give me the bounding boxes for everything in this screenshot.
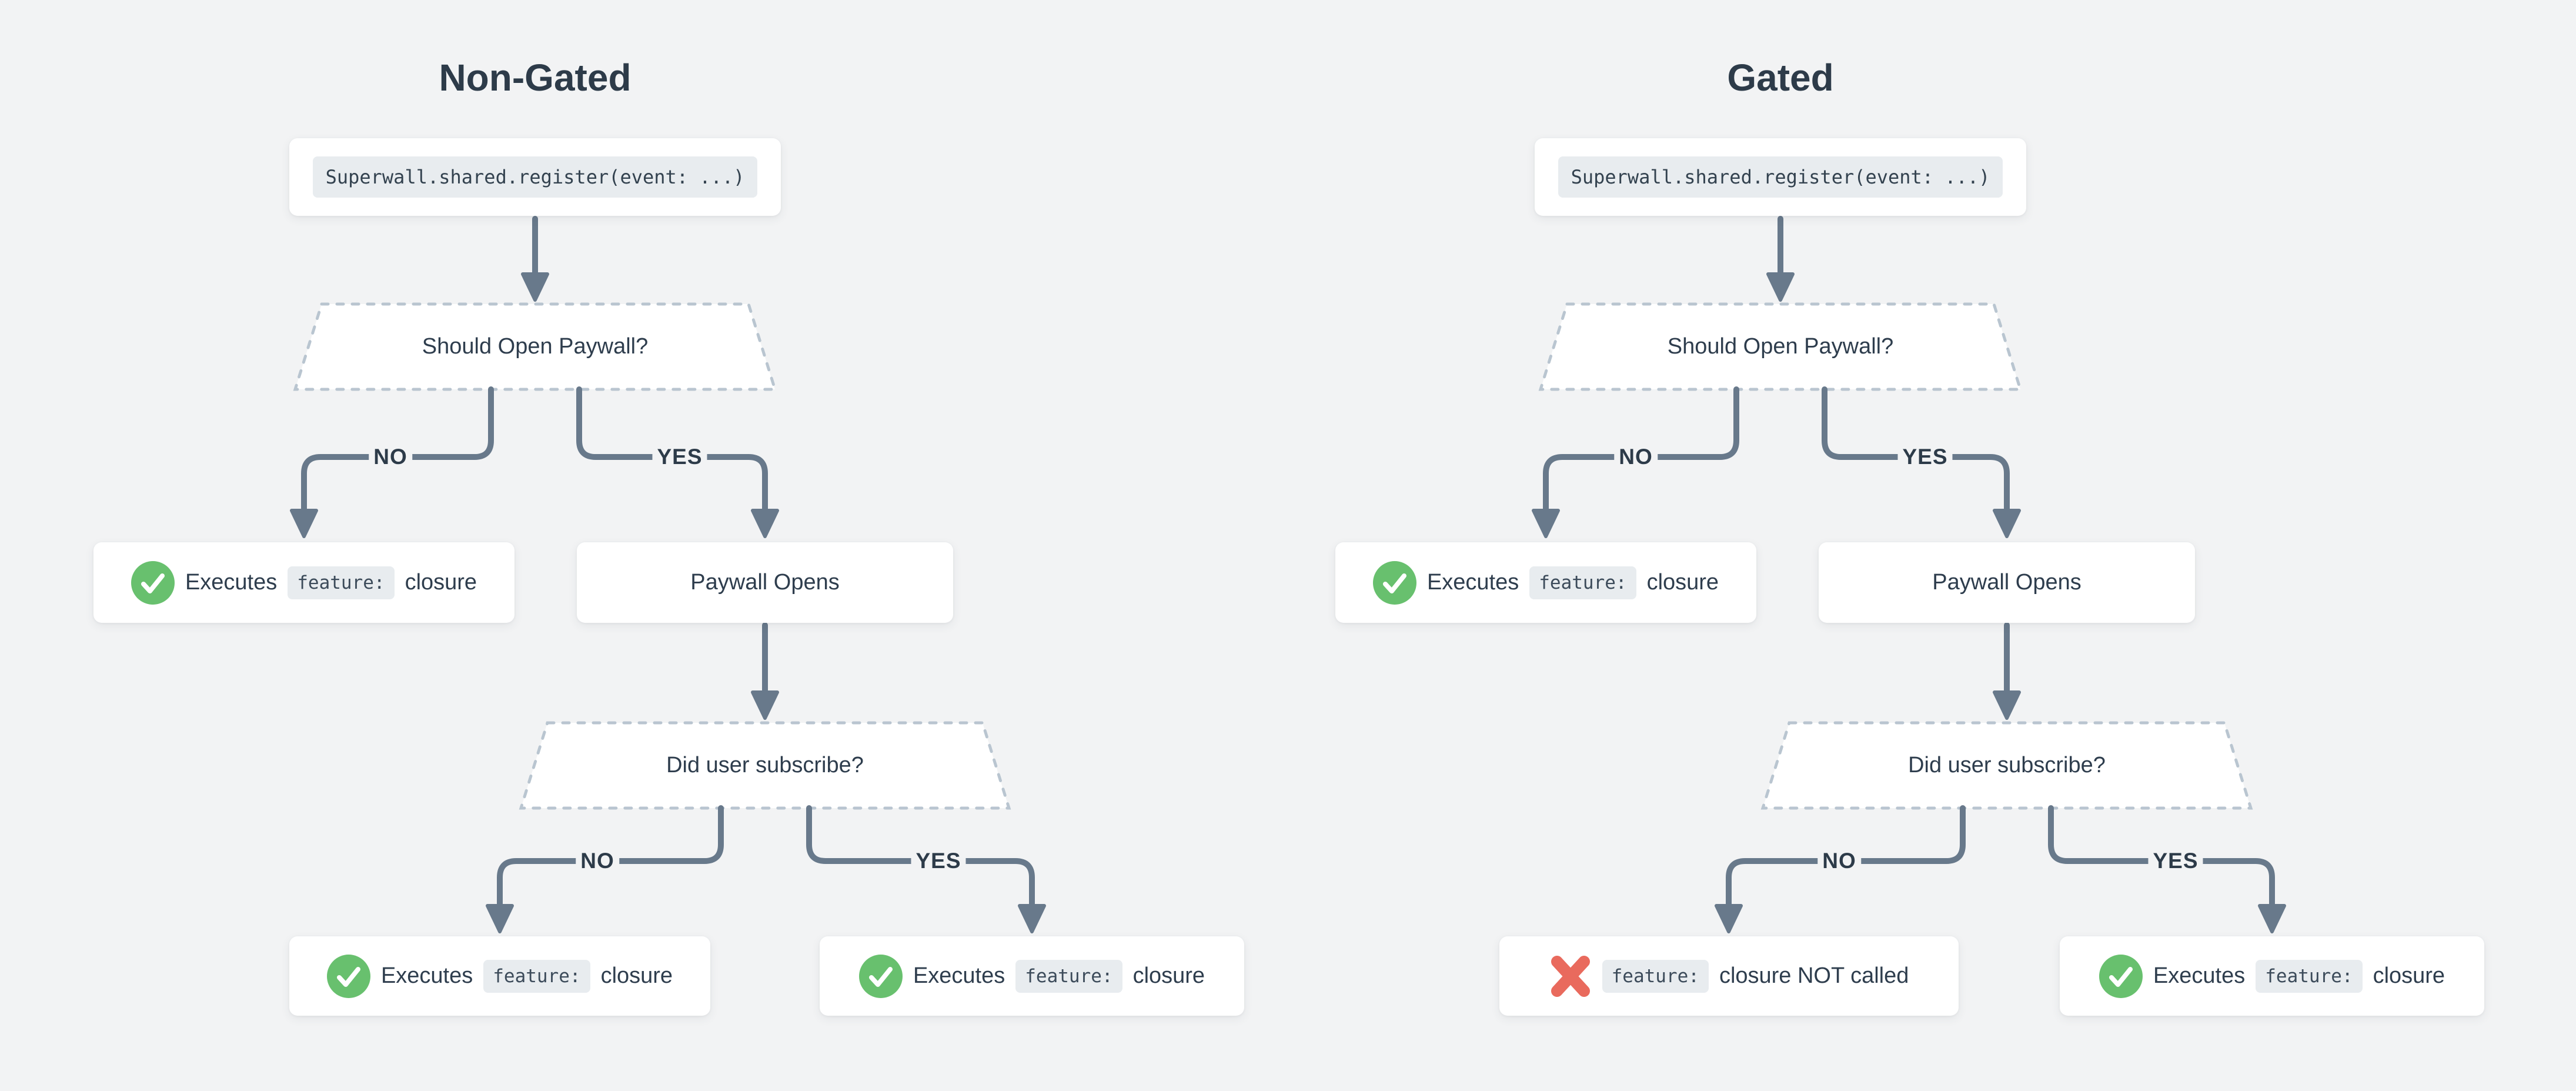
cross-icon (1549, 954, 1592, 999)
decision-shape-should-open-paywall-gated (1538, 302, 2023, 391)
arrowhead-no-to-executes-non-gated (290, 509, 318, 538)
branch-label-yes-2-non-gated: YES (911, 848, 966, 875)
feature-chip: feature: (288, 566, 395, 599)
check-circle-icon (131, 560, 175, 605)
check-circle-icon (2099, 954, 2143, 998)
arrowhead-code-to-decision-gated (1766, 272, 1795, 302)
result-node-executes-feature-gated: Executes feature: closure (1335, 542, 1756, 623)
arrowhead-yes-to-paywall-opens-non-gated (751, 509, 779, 538)
result-text-post: closure NOT called (1719, 963, 1909, 988)
result-text-post: closure (1646, 570, 1719, 595)
code-snippet-gated: Superwall.shared.register(event: ...) (1558, 156, 2003, 198)
result-text-pre: Executes (2153, 963, 2246, 988)
paywall-opens-text: Paywall Opens (690, 570, 840, 595)
decision-shape-did-user-subscribe-gated (1760, 721, 2253, 810)
decision-shape-did-user-subscribe-non-gated (519, 721, 1011, 810)
arrowhead-paywall-to-subscribe-non-gated (751, 690, 779, 720)
branch-label-no-1-non-gated: NO (369, 443, 412, 471)
result-node-subscribe-no-non-gated: Executes feature: closure (289, 936, 710, 1016)
feature-chip: feature: (2256, 959, 2363, 993)
arrowhead-no-to-executes-bottom-non-gated (486, 904, 514, 933)
result-text-pre: Executes (185, 570, 278, 595)
result-text-pre: Executes (1426, 570, 1519, 595)
check-circle-icon (858, 954, 903, 998)
check-circle-icon (1372, 560, 1416, 605)
arrowhead-paywall-to-subscribe-gated (1993, 690, 2021, 720)
code-node-gated: Superwall.shared.register(event: ...) (1535, 138, 2026, 216)
result-text-post: closure (2373, 963, 2445, 988)
branch-label-no-2-gated: NO (1817, 848, 1861, 875)
branch-label-yes-2-gated: YES (2148, 848, 2203, 875)
code-snippet-non-gated: Superwall.shared.register(event: ...) (312, 156, 758, 198)
arrowhead-no-to-not-called-gated (1715, 904, 1743, 933)
arrowhead-no-to-executes-gated (1532, 509, 1560, 538)
arrowhead-yes-to-executes-bottom-gated (2258, 904, 2286, 933)
result-text-post: closure (405, 570, 477, 595)
column-title-gated: Gated (1727, 56, 1834, 99)
feature-chip: feature: (483, 959, 590, 993)
result-text-post: closure (1132, 963, 1205, 988)
branch-label-yes-1-non-gated: YES (652, 443, 707, 471)
arrowhead-yes-to-paywall-opens-gated (1993, 509, 2021, 538)
result-text-pre: Executes (380, 963, 473, 988)
result-text-pre: Executes (913, 963, 1005, 988)
branch-label-no-1-gated: NO (1614, 443, 1658, 471)
result-node-subscribe-yes-non-gated: Executes feature: closure (820, 936, 1244, 1016)
check-circle-icon (326, 954, 370, 998)
decision-should-open-paywall-gated: Should Open Paywall? (1667, 334, 1894, 359)
feature-chip: feature: (1602, 959, 1709, 993)
paywall-opens-text: Paywall Opens (1932, 570, 2081, 595)
feature-chip: feature: (1015, 959, 1122, 993)
arrowhead-code-to-decision-non-gated (521, 272, 549, 302)
decision-shape-should-open-paywall-non-gated (293, 302, 777, 391)
result-node-not-called-gated: feature: closure NOT called (1499, 936, 1959, 1016)
branch-label-yes-1-gated: YES (1897, 443, 1953, 471)
code-node-non-gated: Superwall.shared.register(event: ...) (289, 138, 781, 216)
column-title-non-gated: Non-Gated (439, 56, 632, 99)
branch-label-no-2-non-gated: NO (576, 848, 619, 875)
paywall-opens-node-non-gated: Paywall Opens (577, 542, 953, 623)
result-text-post: closure (600, 963, 673, 988)
decision-did-user-subscribe-gated: Did user subscribe? (1908, 753, 2106, 778)
result-node-subscribe-yes-gated: Executes feature: closure (2060, 936, 2484, 1016)
decision-should-open-paywall-non-gated: Should Open Paywall? (422, 334, 649, 359)
decision-did-user-subscribe-non-gated: Did user subscribe? (666, 753, 864, 778)
result-node-executes-feature-non-gated: Executes feature: closure (93, 542, 514, 623)
feature-chip: feature: (1529, 566, 1636, 599)
paywall-opens-node-gated: Paywall Opens (1819, 542, 2195, 623)
arrowhead-yes-to-executes-bottom-non-gated (1018, 904, 1046, 933)
